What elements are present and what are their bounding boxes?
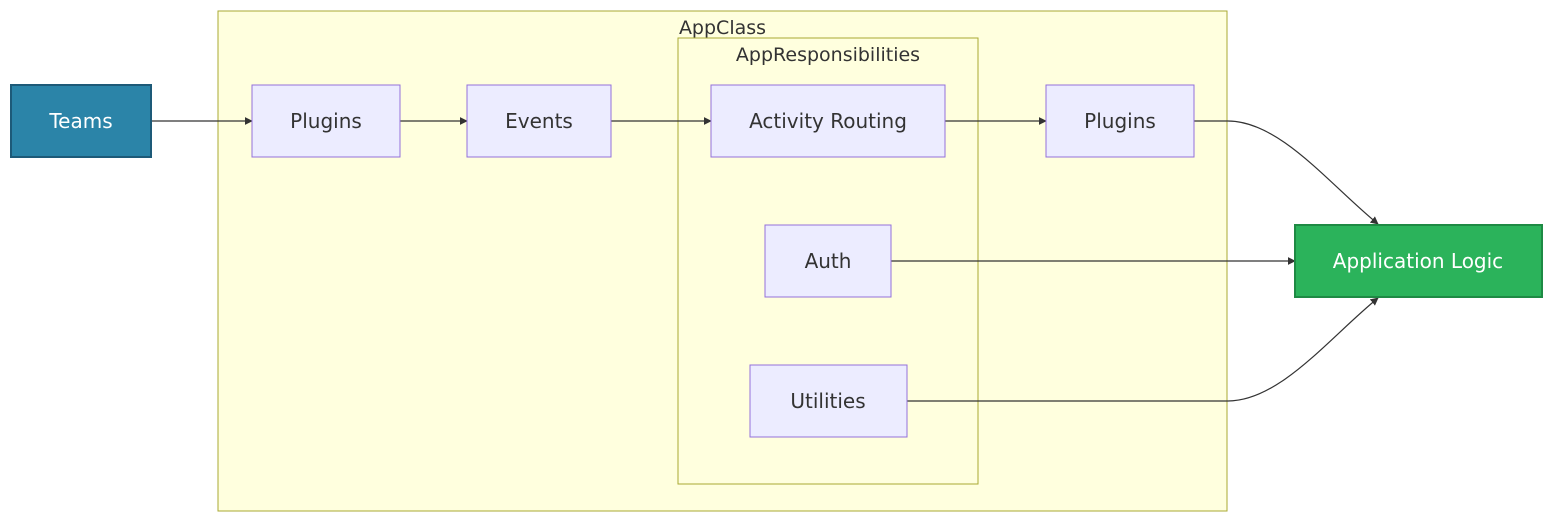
node-plugins-out[interactable]: Plugins: [1045, 84, 1195, 158]
subgraph-app-responsibilities-title: AppResponsibilities: [736, 44, 920, 66]
node-plugins-out-label: Plugins: [1084, 109, 1156, 133]
node-teams[interactable]: Teams: [10, 84, 152, 158]
node-utilities[interactable]: Utilities: [749, 364, 908, 438]
edge-plugins-to-application-logic: [1194, 120, 1379, 225]
node-utilities-box[interactable]: [749, 364, 908, 438]
node-events-box[interactable]: [466, 84, 612, 158]
node-plugins-in-label: Plugins: [290, 109, 362, 133]
edge-utilities-to-application-logic: [907, 297, 1379, 402]
node-activity-routing-box[interactable]: [710, 84, 946, 158]
node-auth-box[interactable]: [764, 224, 892, 298]
node-application-logic[interactable]: Application Logic: [1294, 224, 1543, 298]
edges: [151, 117, 1379, 402]
node-auth-label: Auth: [805, 249, 852, 273]
node-events[interactable]: Events: [466, 84, 612, 158]
node-teams-box[interactable]: [10, 84, 152, 158]
node-events-label: Events: [505, 109, 573, 133]
node-teams-label: Teams: [48, 109, 112, 133]
node-utilities-label: Utilities: [790, 389, 865, 413]
node-plugins-out-box[interactable]: [1045, 84, 1195, 158]
node-application-logic-label: Application Logic: [1333, 249, 1503, 273]
subgraph-app-class-title: AppClass: [679, 17, 766, 39]
node-activity-routing[interactable]: Activity Routing: [710, 84, 946, 158]
node-plugins-in[interactable]: Plugins: [251, 84, 401, 158]
node-application-logic-box[interactable]: [1294, 224, 1543, 298]
node-auth[interactable]: Auth: [764, 224, 892, 298]
node-activity-routing-label: Activity Routing: [749, 109, 907, 133]
node-plugins-in-box[interactable]: [251, 84, 401, 158]
